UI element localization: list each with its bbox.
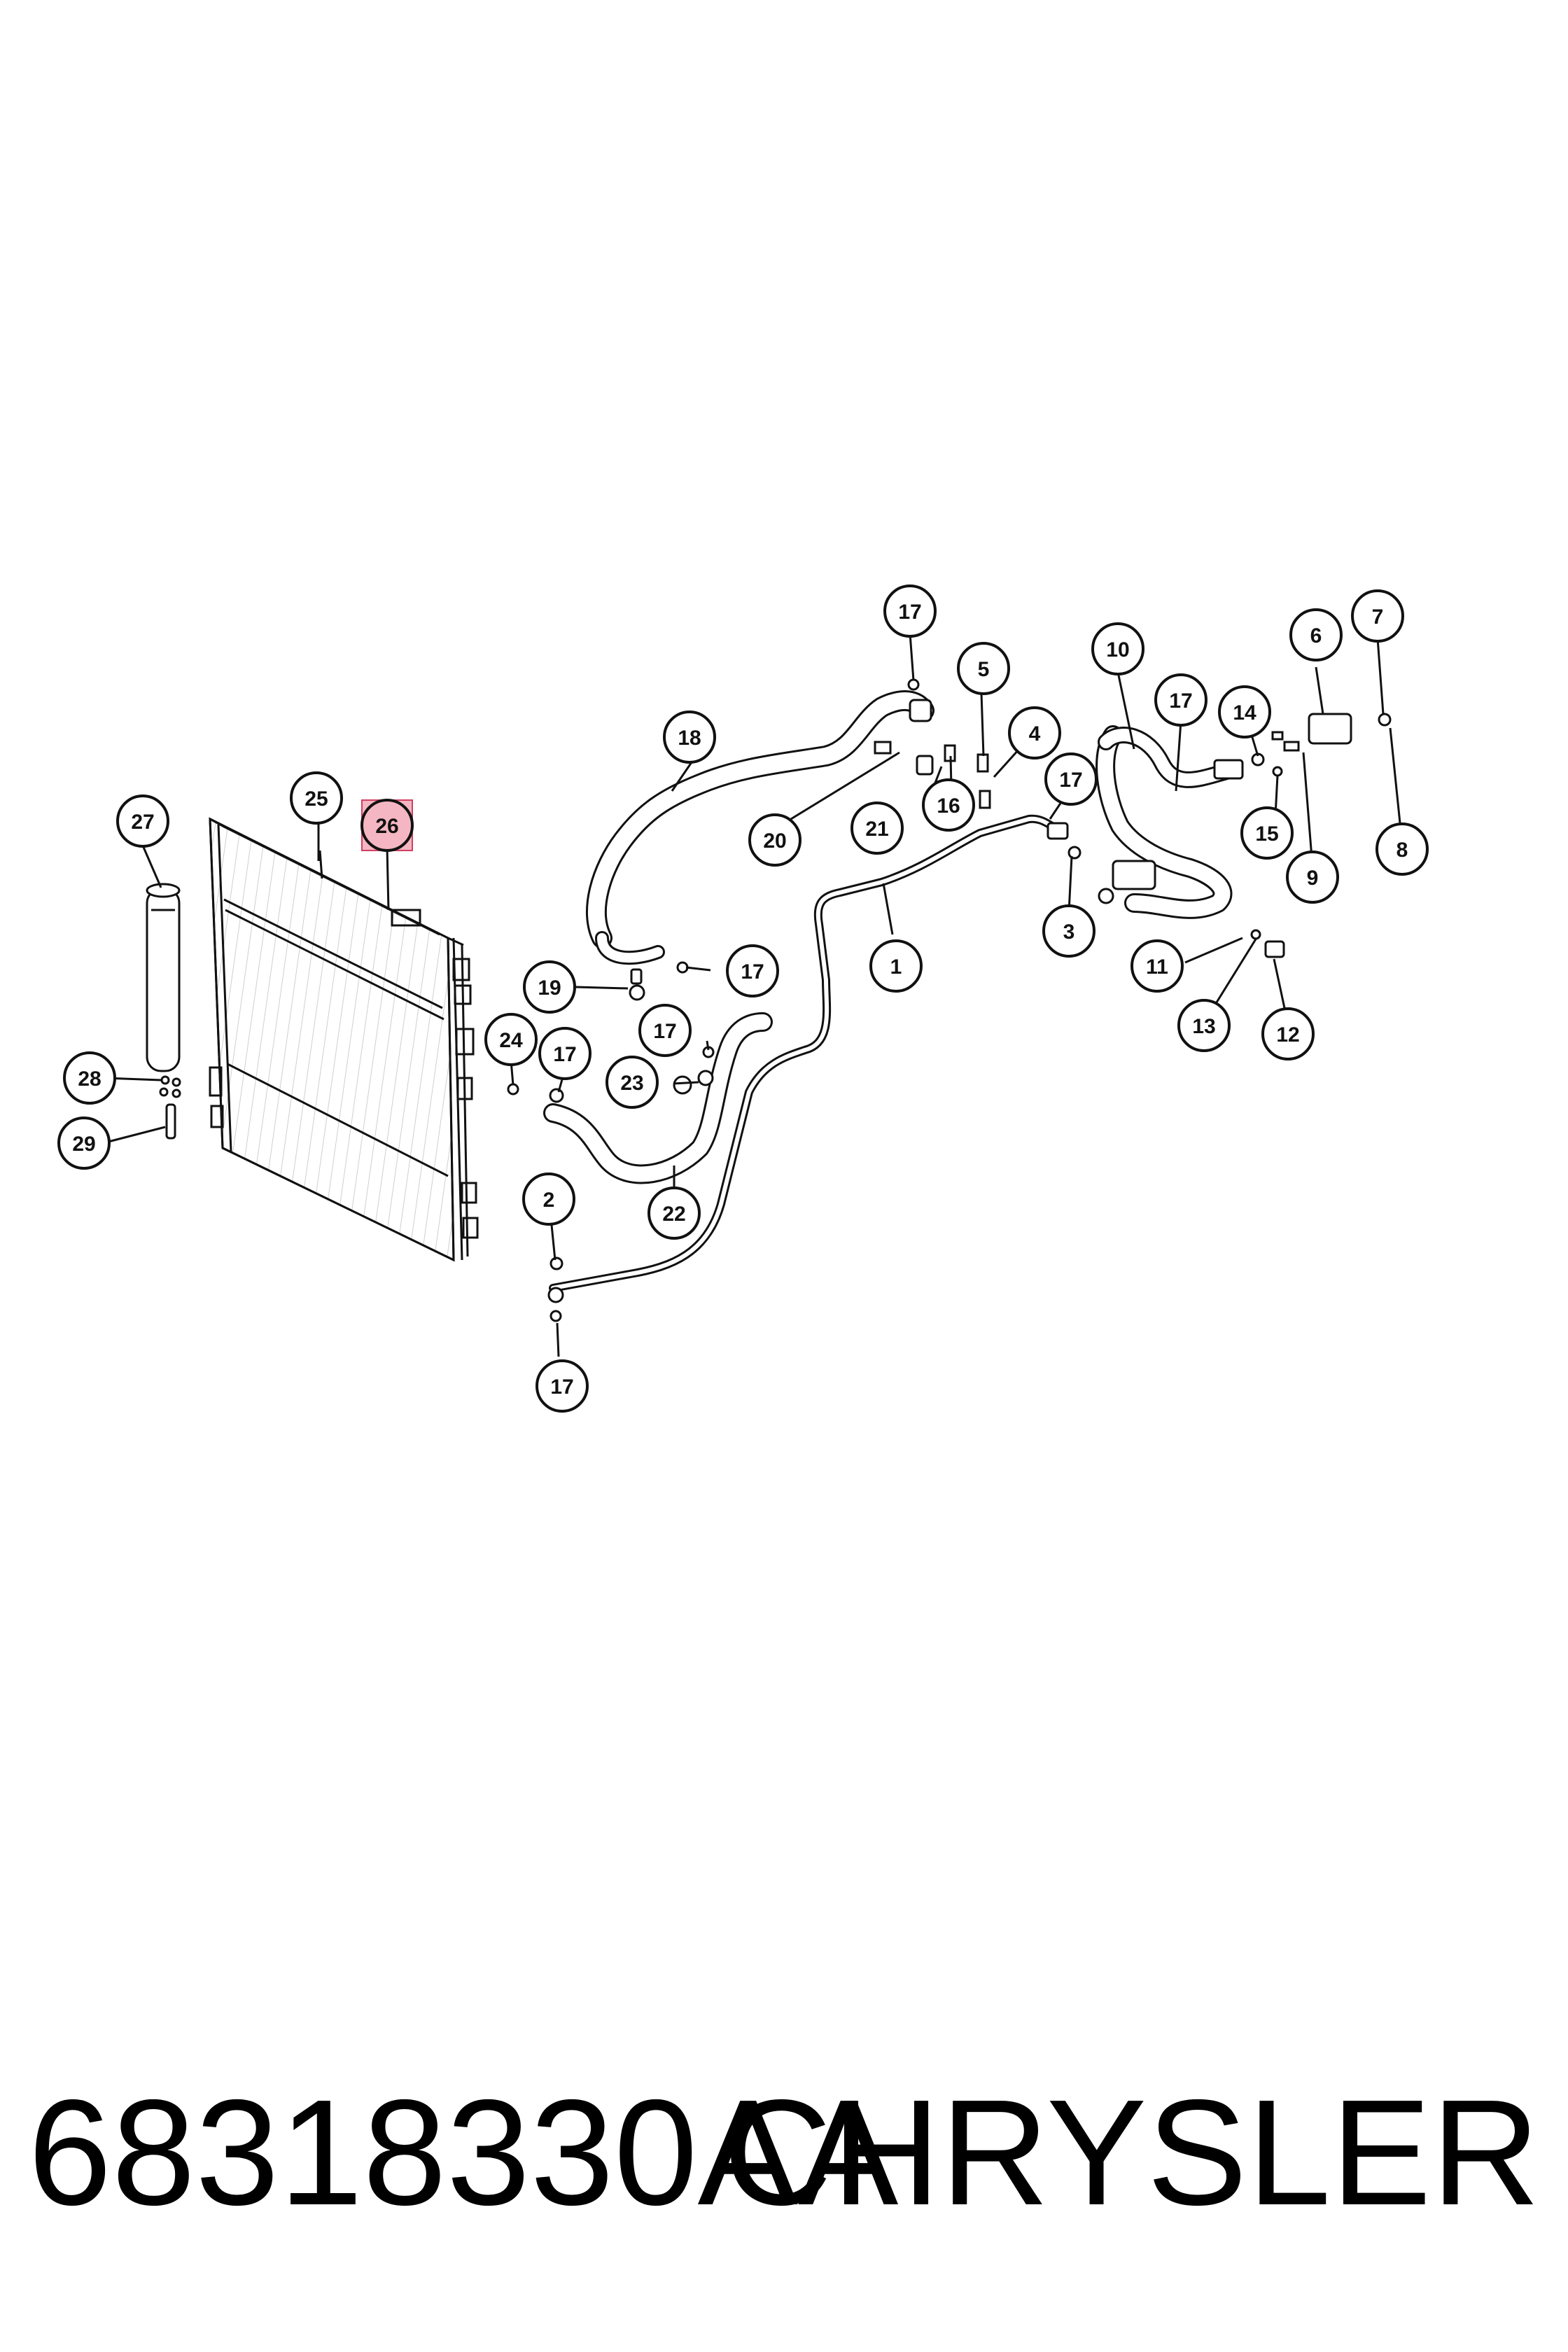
- svg-text:25: 25: [304, 788, 328, 811]
- svg-text:20: 20: [763, 830, 786, 853]
- callout-26-highlighted[interactable]: 26: [360, 799, 414, 852]
- callout-9[interactable]: 9: [1286, 850, 1339, 904]
- callout-24[interactable]: 24: [484, 1013, 538, 1066]
- svg-text:17: 17: [1169, 690, 1192, 713]
- svg-text:1: 1: [890, 955, 902, 979]
- callout-13[interactable]: 13: [1177, 999, 1231, 1052]
- callout-14[interactable]: 14: [1218, 685, 1271, 738]
- callout-4[interactable]: 4: [1008, 706, 1061, 760]
- parts-diagram: 1 2 3 4 5 6 7 8 9 10 11 12 13 14 15 16 1…: [57, 584, 1429, 1413]
- svg-text:15: 15: [1255, 822, 1278, 846]
- footer: 68318330AA CHRYSLER: [28, 2068, 1540, 2236]
- svg-text:11: 11: [1146, 955, 1168, 979]
- receiver-drier: [146, 883, 181, 1072]
- callout-6[interactable]: 6: [1289, 608, 1343, 662]
- svg-text:17: 17: [1059, 769, 1082, 792]
- fittings: [507, 678, 1392, 1322]
- svg-text:17: 17: [898, 601, 921, 624]
- svg-text:27: 27: [131, 811, 154, 834]
- svg-text:7: 7: [1372, 606, 1384, 629]
- callout-23[interactable]: 23: [606, 1056, 659, 1109]
- callout-17-a[interactable]: 17: [883, 584, 937, 638]
- callout-22[interactable]: 22: [648, 1186, 701, 1240]
- drier-hardware: [159, 1075, 181, 1140]
- callout-7[interactable]: 7: [1351, 589, 1404, 643]
- callout-20[interactable]: 20: [748, 813, 802, 867]
- callout-27[interactable]: 27: [116, 794, 169, 848]
- leader-lines: [104, 633, 1404, 1357]
- callout-17-c[interactable]: 17: [1044, 752, 1098, 806]
- callout-2[interactable]: 2: [522, 1172, 575, 1226]
- callout-18[interactable]: 18: [663, 710, 716, 764]
- callout-25[interactable]: 25: [290, 771, 343, 825]
- svg-text:17: 17: [741, 960, 764, 983]
- svg-text:6: 6: [1310, 624, 1322, 648]
- callout-11[interactable]: 11: [1130, 939, 1184, 993]
- svg-text:18: 18: [678, 727, 701, 750]
- condenser-assembly: [209, 817, 479, 1262]
- svg-text:21: 21: [865, 818, 888, 841]
- svg-text:16: 16: [937, 794, 960, 818]
- svg-text:28: 28: [78, 1068, 101, 1091]
- svg-text:3: 3: [1063, 920, 1075, 944]
- svg-text:14: 14: [1233, 701, 1256, 724]
- callout-16[interactable]: 16: [922, 778, 975, 832]
- callout-5[interactable]: 5: [957, 642, 1010, 695]
- callout-17-b[interactable]: 17: [1154, 673, 1208, 727]
- svg-text:10: 10: [1106, 638, 1129, 662]
- brand-name: CHRYSLER: [723, 2068, 1540, 2236]
- callout-3[interactable]: 3: [1042, 904, 1096, 958]
- callout-8[interactable]: 8: [1376, 822, 1429, 876]
- callout-17-d[interactable]: 17: [726, 944, 779, 997]
- callout-19[interactable]: 19: [523, 960, 576, 1014]
- svg-text:17: 17: [653, 1020, 676, 1043]
- svg-text:9: 9: [1307, 867, 1319, 890]
- svg-text:22: 22: [662, 1203, 685, 1226]
- svg-text:12: 12: [1276, 1023, 1299, 1046]
- callout-21[interactable]: 21: [850, 802, 904, 855]
- callout-17-e[interactable]: 17: [638, 1004, 692, 1057]
- svg-text:24: 24: [499, 1029, 523, 1052]
- callout-1[interactable]: 1: [869, 939, 923, 993]
- ac-lines: [543, 690, 1240, 1292]
- svg-text:17: 17: [550, 1376, 573, 1399]
- callout-17-f[interactable]: 17: [538, 1027, 592, 1080]
- svg-text:19: 19: [538, 976, 561, 1000]
- svg-text:2: 2: [543, 1189, 555, 1212]
- svg-text:5: 5: [978, 658, 990, 681]
- svg-text:4: 4: [1029, 722, 1041, 746]
- svg-text:26: 26: [375, 815, 398, 838]
- part-number: 68318330AA: [28, 2068, 899, 2236]
- svg-text:29: 29: [72, 1133, 95, 1156]
- callout-15[interactable]: 15: [1240, 806, 1294, 860]
- callout-29[interactable]: 29: [57, 1116, 111, 1170]
- callout-10[interactable]: 10: [1091, 622, 1144, 676]
- svg-text:13: 13: [1192, 1015, 1215, 1038]
- callout-28[interactable]: 28: [63, 1051, 116, 1105]
- svg-text:17: 17: [553, 1043, 576, 1066]
- callouts: 1 2 3 4 5 6 7 8 9 10 11 12 13 14 15 16 1…: [57, 584, 1429, 1413]
- svg-text:23: 23: [620, 1072, 643, 1095]
- callout-17-g[interactable]: 17: [536, 1359, 589, 1413]
- svg-text:8: 8: [1396, 839, 1408, 862]
- callout-12[interactable]: 12: [1261, 1007, 1315, 1060]
